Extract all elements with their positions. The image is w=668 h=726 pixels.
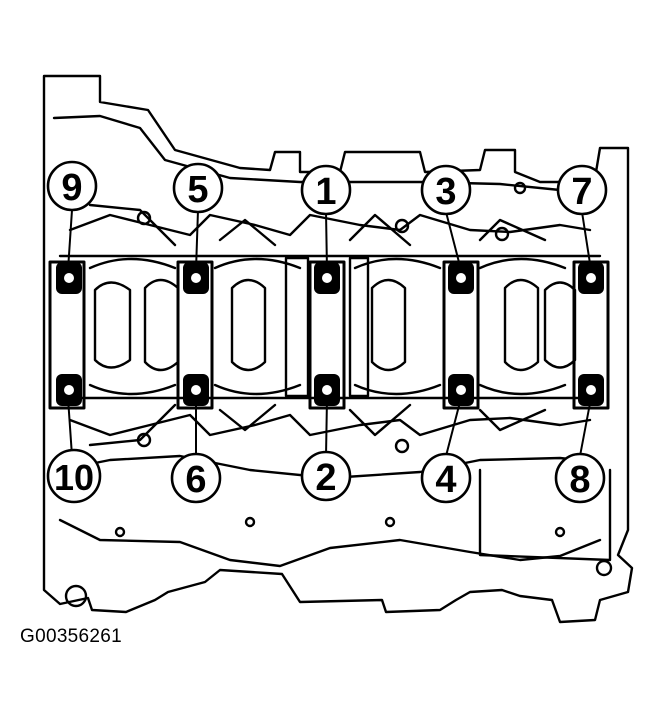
figure-caption: G00356261 xyxy=(20,626,123,647)
label-top-7: 7 xyxy=(556,164,608,216)
svg-text:5: 5 xyxy=(187,169,208,211)
label-bottom-2: 2 xyxy=(300,450,352,502)
block-outline xyxy=(42,74,634,624)
svg-text:8: 8 xyxy=(569,459,590,501)
svg-text:2: 2 xyxy=(315,457,336,499)
lower-ribs-2 xyxy=(88,403,547,447)
svg-text:6: 6 xyxy=(185,459,206,501)
svg-text:3: 3 xyxy=(435,171,456,213)
svg-text:7: 7 xyxy=(571,171,592,213)
svg-text:10: 10 xyxy=(54,457,94,498)
block-right-panel xyxy=(478,468,612,562)
label-top-5: 5 xyxy=(172,162,224,214)
leader-lines xyxy=(67,209,592,457)
label-top-9: 9 xyxy=(46,160,98,212)
label-top-3: 3 xyxy=(420,164,472,216)
holes xyxy=(64,181,613,608)
block-inner-lower xyxy=(58,518,602,568)
svg-text:9: 9 xyxy=(61,167,82,209)
label-bottom-10: 10 xyxy=(46,448,102,504)
label-top-1: 1 xyxy=(300,164,352,216)
label-bottom-8: 8 xyxy=(554,452,606,504)
upper-ribs-2 xyxy=(88,203,547,247)
svg-text:4: 4 xyxy=(435,459,456,501)
lower-ribs xyxy=(68,413,592,437)
svg-text:1: 1 xyxy=(315,171,336,213)
block-inner-top xyxy=(52,114,598,192)
journals xyxy=(88,256,577,398)
label-bottom-4: 4 xyxy=(420,452,472,504)
label-bottom-6: 6 xyxy=(170,452,222,504)
